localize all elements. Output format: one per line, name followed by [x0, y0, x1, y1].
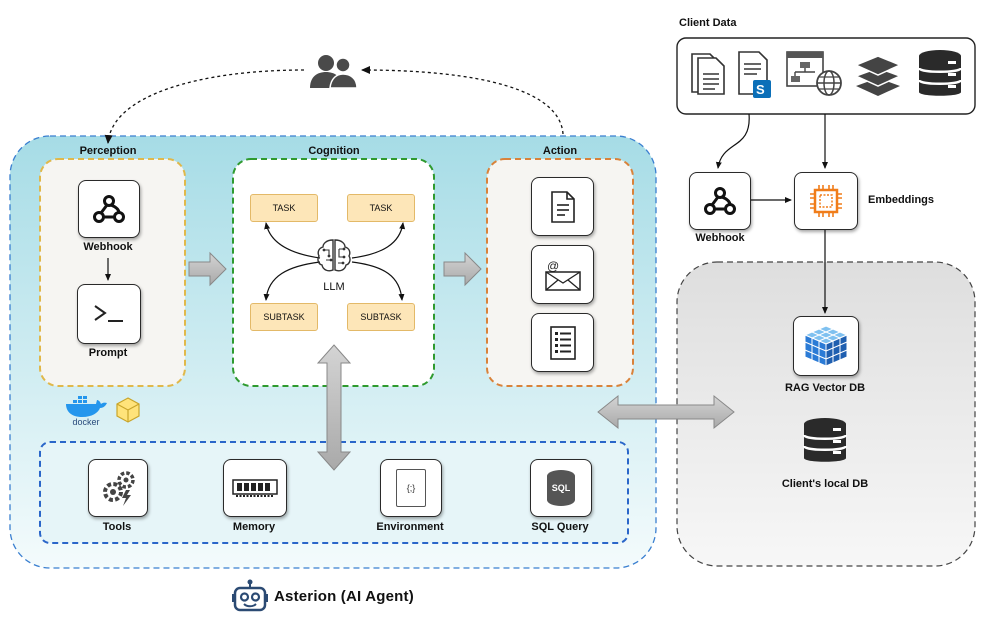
- vector-cube-icon: [803, 325, 849, 367]
- llm-to-task-left: [264, 222, 321, 259]
- llm-to-task-right: [351, 222, 406, 259]
- tools-box[interactable]: [88, 459, 148, 517]
- users-icon: [306, 52, 360, 92]
- cognition-to-action-arrow: [443, 251, 482, 287]
- local-db-label: Client's local DB: [781, 478, 869, 490]
- webhook-box[interactable]: [78, 180, 140, 238]
- cognition-resources-arrow: [316, 344, 352, 471]
- layers-icon: [853, 50, 903, 98]
- client-webhook-icon: [704, 187, 736, 215]
- perception-to-cognition-arrow: [188, 251, 227, 287]
- environment-box[interactable]: {;}: [380, 459, 442, 517]
- sharepoint-icon: S: [737, 50, 779, 100]
- embeddings-box[interactable]: [794, 172, 858, 230]
- environment-file-icon: {;}: [396, 469, 426, 507]
- client-webhook-box[interactable]: [689, 172, 751, 230]
- webhook-label: Webhook: [83, 241, 133, 253]
- llm-label: LLM: [323, 281, 345, 293]
- cognition-label: Cognition: [308, 145, 360, 157]
- environment-label: Environment: [376, 521, 444, 533]
- document-icon: [550, 190, 575, 223]
- memory-box[interactable]: [223, 459, 287, 517]
- rag-vector-db-box[interactable]: [793, 316, 859, 376]
- sql-box[interactable]: SQL: [530, 459, 592, 517]
- agent-client-db-arrow: [597, 394, 735, 430]
- feedback-loop-right: [361, 66, 564, 135]
- webhook-icon: [93, 195, 125, 223]
- documents-icon: [688, 50, 728, 96]
- email-icon: @: [544, 259, 581, 291]
- action-document-box[interactable]: [531, 177, 594, 236]
- terminal-icon: [94, 305, 123, 322]
- action-label: Action: [542, 145, 578, 157]
- memory-label: Memory: [232, 521, 276, 533]
- task-box-right: TASK: [347, 194, 415, 222]
- agent-title: Asterion (AI Agent): [274, 588, 414, 605]
- embeddings-label: Embeddings: [868, 194, 935, 206]
- svg-text:S: S: [756, 82, 765, 97]
- svg-text:@: @: [547, 259, 559, 273]
- action-list-box[interactable]: [531, 313, 594, 372]
- llm-to-subtask-left: [263, 261, 321, 301]
- package-icon: [115, 396, 141, 424]
- robot-icon: [232, 579, 268, 613]
- subtask-box-right: SUBTASK: [347, 303, 415, 331]
- feedback-loop-left: [104, 69, 305, 144]
- prompt-label: Prompt: [88, 347, 128, 359]
- docker-icon: docker: [64, 396, 108, 430]
- list-icon: [549, 325, 576, 360]
- llm-to-subtask-right: [351, 261, 405, 301]
- rag-vector-db-label: RAG Vector DB: [784, 382, 866, 394]
- perception-label: Perception: [79, 145, 137, 157]
- subtask-box-left: SUBTASK: [250, 303, 318, 331]
- brain-icon: [314, 236, 354, 276]
- processor-chip-icon: [810, 185, 842, 217]
- prompt-box[interactable]: [77, 284, 141, 344]
- task-box-left: TASK: [250, 194, 318, 222]
- client-data-label: Client Data: [679, 17, 737, 29]
- tools-label: Tools: [102, 521, 132, 533]
- tools-gear-icon: [103, 471, 135, 506]
- local-database-icon: [802, 416, 848, 466]
- client-webhook-label: Webhook: [695, 232, 745, 244]
- sql-database-icon: SQL: [547, 470, 575, 506]
- docker-label: docker: [72, 417, 100, 427]
- action-email-box[interactable]: @: [531, 245, 594, 304]
- perception-panel: [39, 158, 186, 387]
- memory-chip-icon: [232, 479, 278, 497]
- client-database-icon: [917, 48, 963, 100]
- client-data-to-webhook: [715, 113, 750, 169]
- sql-label: SQL Query: [531, 521, 589, 533]
- sitemap-globe-icon: [785, 50, 845, 98]
